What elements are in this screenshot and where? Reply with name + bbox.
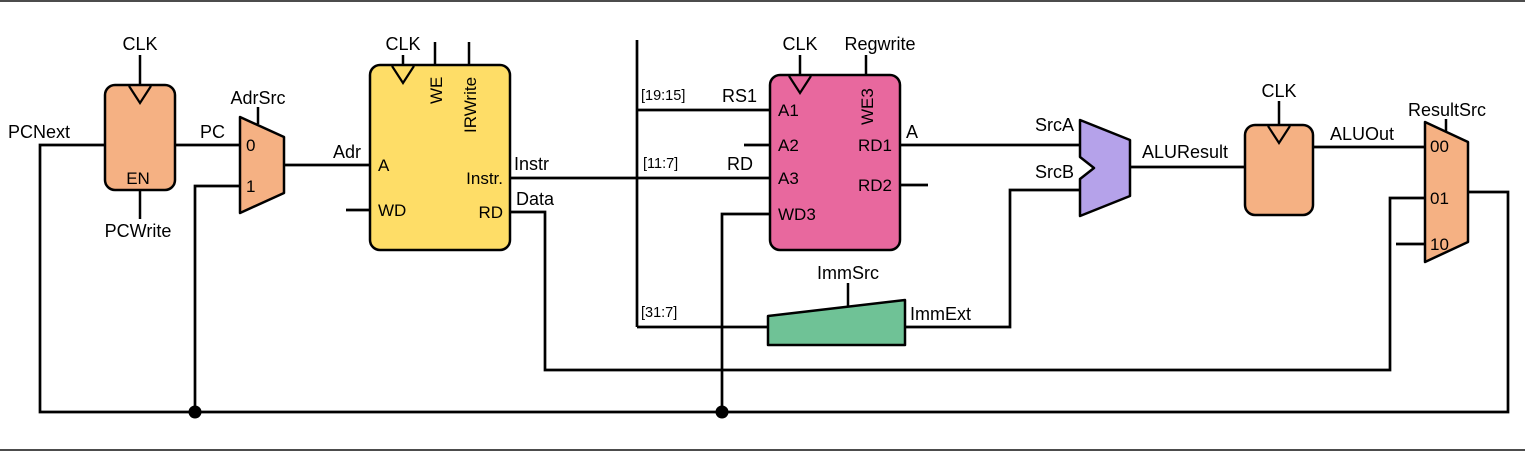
- memory-we-port-label: WE: [427, 77, 446, 104]
- regfile-we3-port-label: WE3: [858, 88, 877, 125]
- regfile-a1-port-label: A1: [778, 101, 799, 120]
- aluout-clk-label: CLK: [1261, 81, 1296, 101]
- memory-wd-port-label: WD: [378, 201, 406, 220]
- srca-wire-label: SrcA: [1035, 115, 1074, 135]
- instr-wire-label: Instr: [514, 154, 549, 174]
- wire-result-feedback: [38, 143, 1510, 414]
- memory-irwrite-port-label: IRWrite: [461, 77, 480, 133]
- srcb-wire-label: SrcB: [1035, 162, 1074, 182]
- adrsrc-input0-label: 0: [246, 136, 255, 155]
- adrsrc-mux: [238, 115, 286, 215]
- a-wire-label: A: [906, 122, 918, 142]
- pcnext-wire-label: PCNext: [8, 122, 70, 142]
- register-file-block: [768, 73, 902, 252]
- regfile-wd3-port-label: WD3: [778, 205, 816, 224]
- adrsrc-mux-group: AdrSrc 0 1 Adr: [230, 88, 361, 215]
- aluresult-wire-label: ALUResult: [1142, 142, 1228, 162]
- resultsrc-input00-label: 00: [1430, 137, 1449, 156]
- wire-data: [510, 196, 1425, 372]
- memory-a-port-label: A: [378, 156, 390, 175]
- instruction-field-labels: [19:15] RS1 [11:7] RD [31:7]: [641, 86, 757, 321]
- wire-tap-wd3: [720, 212, 770, 412]
- pc-enable-port-label: EN: [126, 169, 150, 188]
- junction-dot-right: [715, 405, 729, 419]
- resultsrc-mux: [1423, 120, 1470, 264]
- memory-group: CLK WE IRWrite A WD Instr. RD Instr Data: [368, 34, 555, 252]
- resultsrc-input10-label: 10: [1430, 235, 1449, 254]
- regfile-clk-label: CLK: [782, 34, 817, 54]
- resultsrc-mux-group: ResultSrc 00 01 10: [1408, 100, 1486, 264]
- field-rd-label: RD: [727, 154, 753, 174]
- register-file-group: CLK Regwrite WE3 A1 A2 A3 WD3 RD1 RD2 A: [768, 34, 918, 252]
- regwrite-label: Regwrite: [844, 34, 915, 54]
- adrsrc-input1-label: 1: [246, 177, 255, 196]
- adr-wire-label: Adr: [333, 142, 361, 162]
- pc-clk-label: CLK: [122, 34, 157, 54]
- memory-block: [368, 63, 512, 252]
- regfile-a3-port-label: A3: [778, 169, 799, 188]
- wire-immext-srcb: [905, 188, 1080, 329]
- resultsrc-select-label: ResultSrc: [1408, 100, 1486, 120]
- extend-unit-group: ImmSrc ImmExt: [766, 263, 971, 347]
- alu-group: SrcA SrcB ALUResult: [1035, 115, 1228, 218]
- aluout-register: [1243, 123, 1315, 217]
- wire-tap-adrmux-1: [193, 184, 240, 412]
- regfile-rd1-port-label: RD1: [858, 136, 892, 155]
- data-wire-label: Data: [516, 189, 555, 209]
- memory-instr-port-label: Instr.: [466, 169, 503, 188]
- pc-register-group: CLK EN PCWrite PCNext PC: [8, 34, 225, 241]
- resultsrc-input01-label: 01: [1430, 189, 1449, 208]
- field-imm-bits-label: [31:7]: [641, 305, 677, 321]
- adrsrc-select-label: AdrSrc: [230, 88, 285, 108]
- alu: [1078, 118, 1132, 218]
- field-rs1-label: RS1: [722, 86, 757, 106]
- pc-clock-triangle-icon: [128, 85, 152, 106]
- extend-unit: [766, 298, 907, 347]
- wires: [38, 40, 1510, 419]
- aluout-wire-label: ALUOut: [1330, 124, 1394, 144]
- aluout-clock-triangle-icon: [1267, 125, 1291, 146]
- immsrc-label: ImmSrc: [817, 263, 879, 283]
- regfile-rd2-port-label: RD2: [858, 176, 892, 195]
- immext-wire-label: ImmExt: [910, 304, 971, 324]
- field-rs1-bits-label: [19:15]: [641, 88, 685, 104]
- pc-register: [103, 83, 177, 192]
- pcwrite-label: PCWrite: [105, 221, 172, 241]
- memory-clock-triangle-icon: [391, 65, 415, 86]
- regfile-a2-port-label: A2: [778, 136, 799, 155]
- aluout-register-group: CLK ALUOut: [1243, 81, 1394, 217]
- field-rd-bits-label: [11:7]: [643, 156, 678, 172]
- regfile-clock-triangle-icon: [788, 75, 812, 96]
- memory-rd-port-label: RD: [478, 203, 503, 222]
- junction-dot-left: [188, 405, 202, 419]
- memory-clk-label: CLK: [385, 34, 420, 54]
- pc-wire-label: PC: [200, 122, 225, 142]
